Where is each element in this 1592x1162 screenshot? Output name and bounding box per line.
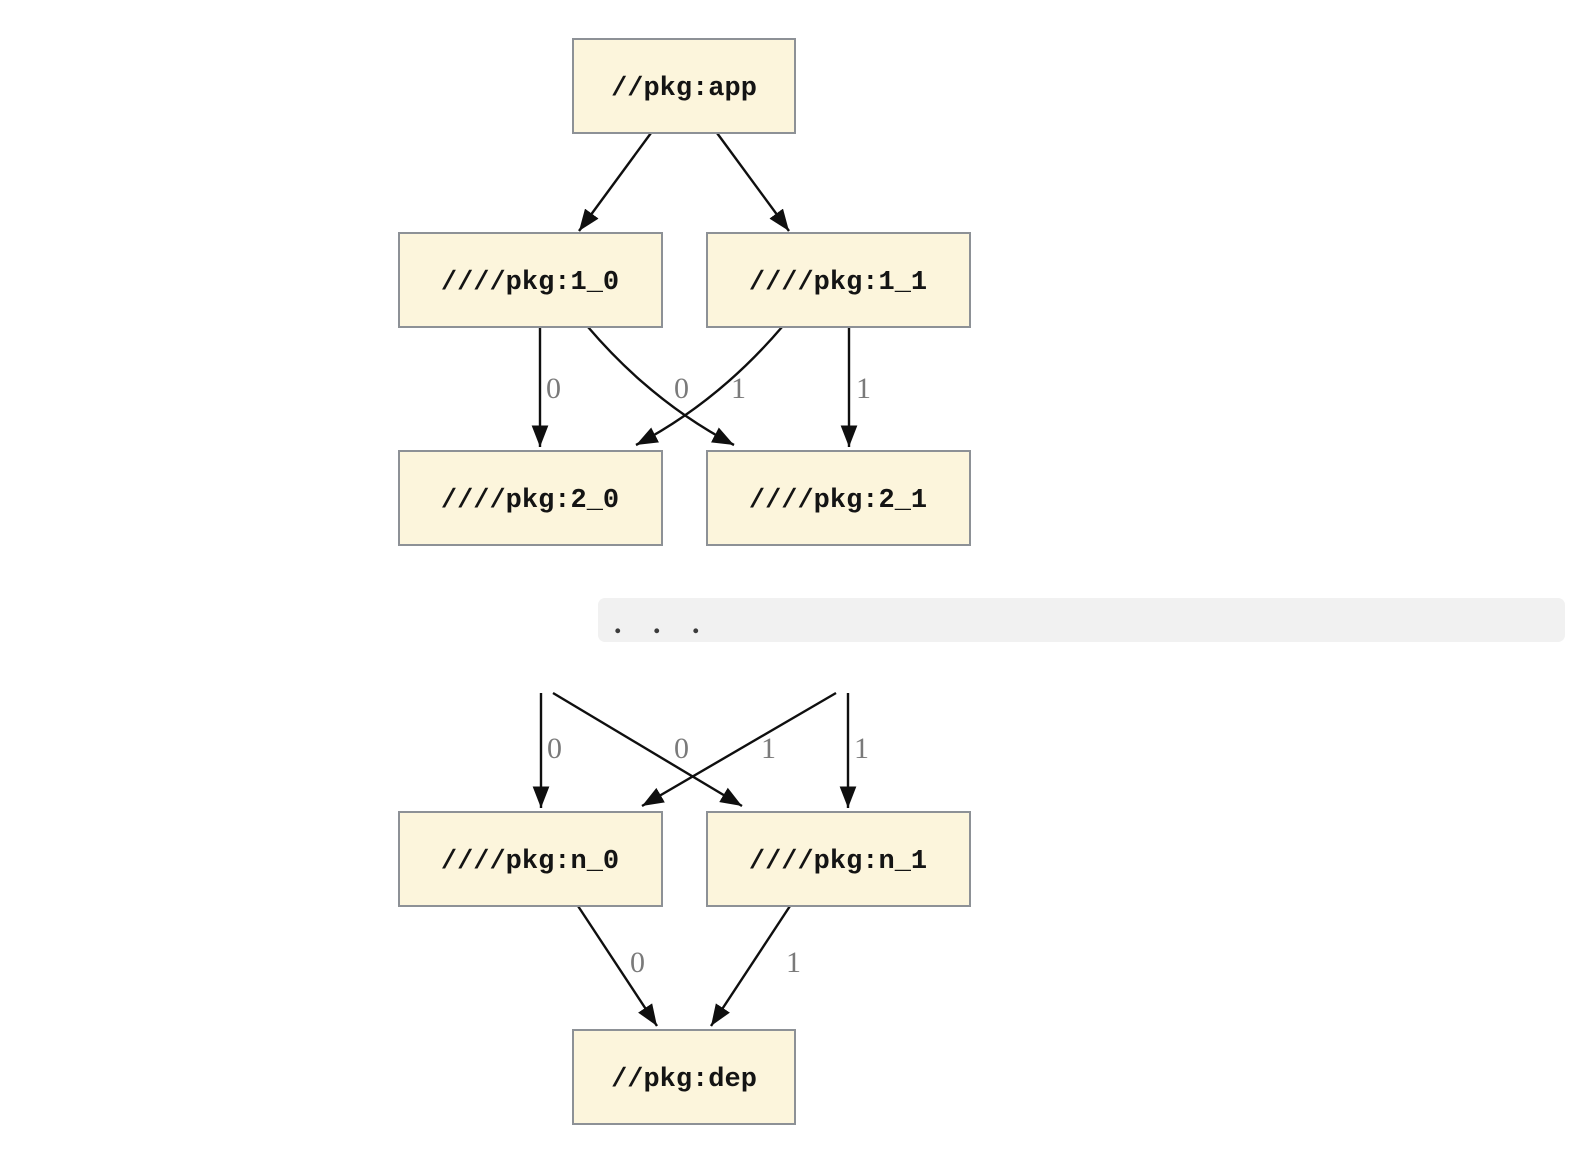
edge-label: 0: [547, 732, 562, 765]
edge-label: 1: [731, 372, 746, 405]
graph-node-2_1: ////pkg:2_1: [706, 450, 971, 546]
node-label: ////pkg:2_1: [749, 486, 927, 516]
node-label: //pkg:dep: [611, 1065, 757, 1095]
edge-hidden-to-n_0: [641, 691, 837, 808]
node-label: ////pkg:2_0: [441, 486, 619, 516]
node-label: ////pkg:n_1: [749, 847, 927, 877]
node-label: //pkg:app: [611, 74, 757, 104]
node-box: [572, 38, 796, 134]
edge-label: 0: [674, 732, 689, 765]
separator-dots: . . .: [614, 607, 712, 640]
node-label: ////pkg:1_1: [749, 268, 927, 298]
ellipsis-separator: . . .: [598, 598, 1565, 642]
edge-n_1-to-dep: [709, 905, 792, 1027]
graph-node-2_0: ////pkg:2_0: [398, 450, 663, 546]
edge-label: 0: [546, 372, 561, 405]
graph-node-1_0: ////pkg:1_0: [398, 232, 663, 328]
edge-1_1-to-2_0: [635, 326, 783, 447]
edge-label: 1: [856, 372, 871, 405]
graph-node-dep: //pkg:dep: [572, 1029, 796, 1125]
graph-node-n_1: ////pkg:n_1: [706, 811, 971, 907]
edge-app-to-1_1: [716, 132, 790, 232]
node-box: [706, 232, 971, 328]
edge-label: 0: [674, 372, 689, 405]
node-box: [398, 811, 663, 907]
node-label: ////pkg:1_0: [441, 268, 619, 298]
node-box: [706, 811, 971, 907]
edge-label: 1: [786, 946, 801, 979]
graph-node-app: //pkg:app: [572, 38, 796, 134]
edge-label: 1: [761, 732, 776, 765]
node-box: [398, 232, 663, 328]
edge-label: 1: [854, 732, 869, 765]
edge-n_0-to-dep: [576, 905, 659, 1027]
edge-label: 0: [630, 946, 645, 979]
edge-app-to-1_0: [578, 132, 652, 232]
node-box: [706, 450, 971, 546]
graph-node-1_1: ////pkg:1_1: [706, 232, 971, 328]
node-label: ////pkg:n_0: [441, 847, 619, 877]
edge-1_0-to-2_1: [587, 326, 735, 447]
graph-node-n_0: ////pkg:n_0: [398, 811, 663, 907]
separator-band: [598, 598, 1565, 642]
node-box: [398, 450, 663, 546]
node-box: [572, 1029, 796, 1125]
edge-hidden-to-n_1: [552, 691, 743, 808]
